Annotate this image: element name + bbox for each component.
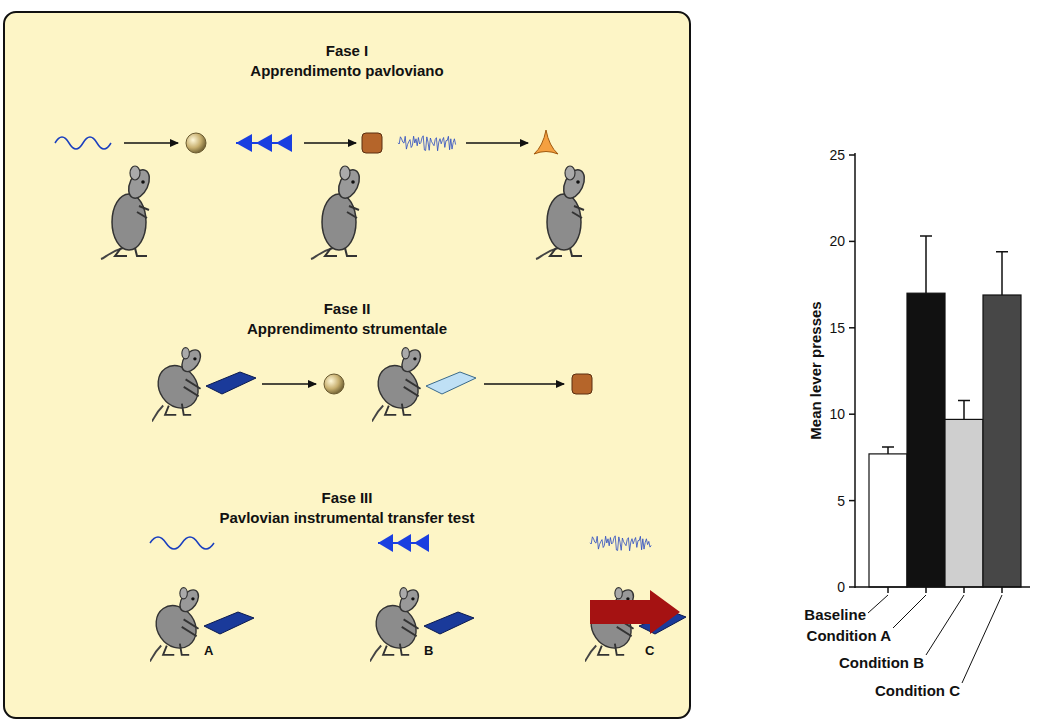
phase-heading: Apprendimento strumentale	[247, 320, 447, 337]
axis-tick: 15	[829, 320, 845, 336]
rat	[370, 347, 426, 422]
bar-chart	[849, 153, 1030, 683]
lever	[204, 612, 254, 634]
click-stimulus	[378, 534, 429, 552]
axis-tick: 0	[837, 579, 845, 595]
noise-stimulus	[398, 136, 456, 151]
arrow	[304, 142, 356, 144]
third-reward	[534, 130, 558, 154]
axis-tick: 25	[829, 147, 845, 163]
lever	[426, 372, 476, 394]
arrow	[466, 142, 528, 144]
rat	[536, 166, 588, 259]
click-stimulus	[236, 134, 292, 152]
noise-stimulus	[590, 536, 651, 551]
arrow	[124, 142, 178, 144]
phase-heading: Apprendimento pavloviano	[250, 62, 443, 79]
lever	[424, 612, 474, 634]
phase-heading: Pavlovian instrumental transfer test	[219, 509, 474, 526]
axis-tick: 5	[837, 493, 845, 509]
tone-stimulus	[55, 137, 111, 149]
axis-tick: 10	[829, 406, 845, 422]
lever	[206, 372, 256, 394]
arrow	[484, 383, 564, 385]
arrow	[262, 383, 316, 385]
phase-heading: Fase III	[322, 489, 373, 506]
rat	[311, 166, 363, 259]
sucrose-reward	[572, 374, 592, 394]
sucrose-reward	[362, 133, 382, 153]
category-label: Condition B	[839, 654, 924, 671]
axis-title: Mean lever presses	[806, 301, 823, 439]
rat	[101, 166, 153, 259]
rat	[150, 347, 206, 422]
category-label: Condition C	[875, 682, 960, 699]
tone-stimulus	[150, 537, 214, 549]
category-label: Condition A	[807, 627, 891, 644]
rat	[368, 587, 424, 662]
condition-letter: B	[424, 643, 433, 658]
red-arrow	[590, 590, 680, 634]
noise-trace	[398, 136, 456, 151]
phase-heading: Fase II	[324, 300, 371, 317]
rat	[148, 587, 204, 662]
noise-trace	[590, 536, 651, 551]
axis-tick: 20	[829, 233, 845, 249]
condition-letter: A	[204, 643, 213, 658]
category-label: Baseline	[804, 606, 866, 623]
panel	[4, 12, 690, 718]
food-pellet	[186, 133, 206, 153]
food-pellet	[324, 374, 344, 394]
phase-heading: Fase I	[326, 42, 369, 59]
phase-panel: Fase I Apprendimento pavlovianoFase II App…	[4, 12, 690, 718]
condition-letter: C	[645, 643, 654, 658]
